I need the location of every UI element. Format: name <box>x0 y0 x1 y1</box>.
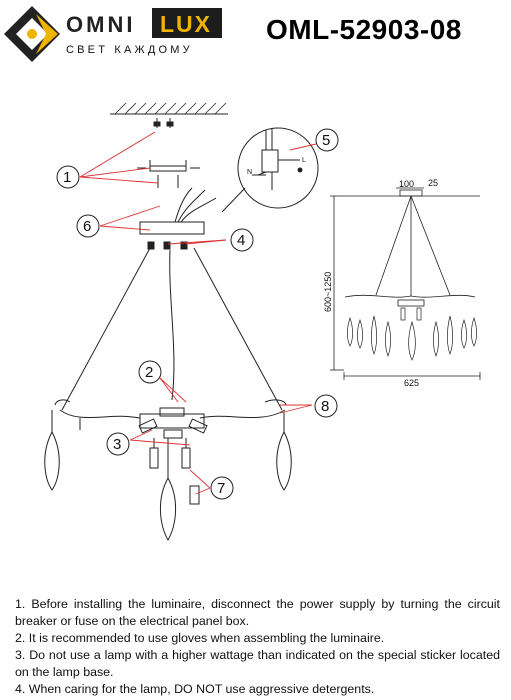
safety-notes: 1. Before installing the luminaire, disc… <box>15 596 500 698</box>
installation-diagram: 1 2 3 4 5 6 7 8 N L 100 25 600~1250 625 <box>44 102 481 542</box>
dim-overall-width: 625 <box>404 378 419 388</box>
model-number: OML-52903-08 <box>266 14 462 45</box>
brand-name-omni: OMNI <box>66 12 136 37</box>
note-1: 1. Before installing the luminaire, disc… <box>15 597 500 628</box>
callout-1: 1 <box>63 169 71 186</box>
note-3: 3. Do not use a lamp with a higher watta… <box>15 648 500 679</box>
callout-2: 2 <box>145 364 153 381</box>
note-4: 4. When caring for the lamp, DO NOT use … <box>15 682 375 696</box>
dim-height-range: 600~1250 <box>323 272 333 312</box>
callout-7: 7 <box>217 480 225 497</box>
callout-8: 8 <box>321 398 329 415</box>
wire-label-neutral: N <box>247 169 252 176</box>
wire-label-live: L <box>302 157 306 164</box>
note-2: 2. It is recommended to use gloves when … <box>15 631 385 645</box>
brand-tagline: СВЕТ КАЖДОМУ <box>66 44 193 56</box>
brand-name-lux: LUX <box>160 11 212 37</box>
dim-top-width: 100 <box>399 179 414 189</box>
omnilux-logo-mark <box>4 6 60 62</box>
brand-lux-badge <box>152 8 222 38</box>
callout-4: 4 <box>237 232 245 249</box>
callout-3: 3 <box>113 436 121 453</box>
callout-6: 6 <box>83 218 91 235</box>
dim-canopy-offset: 25 <box>428 178 438 188</box>
callout-5: 5 <box>322 132 330 149</box>
